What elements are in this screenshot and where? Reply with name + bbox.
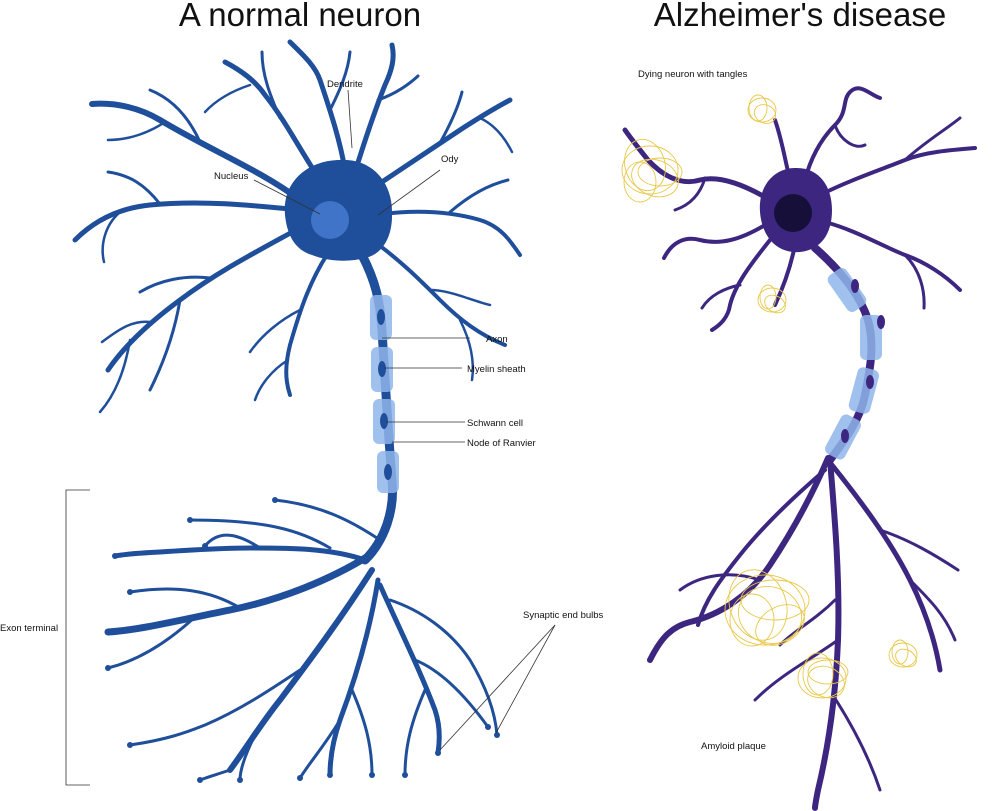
tangle-1: [621, 138, 683, 203]
plaque-3: [888, 639, 918, 668]
title-normal-neuron: A normal neuron: [179, 0, 421, 33]
tangle-2: [747, 94, 777, 124]
label-schwann-cell: Schwann cell: [467, 418, 523, 429]
axon-terminals-diseased: [647, 455, 960, 811]
label-axon: Axon: [486, 334, 508, 345]
plaque-2: [797, 652, 849, 699]
label-dying-neuron: Dying neuron with tangles: [638, 69, 748, 80]
label-synaptic-end-bulbs: Synaptic end bulbs: [523, 610, 604, 621]
amyloid-plaques: [724, 569, 918, 699]
tangle-3: [757, 284, 787, 314]
myelin-sheath: [370, 295, 399, 493]
alzheimers-neuron: [621, 86, 977, 811]
nucleus-diseased: [774, 194, 812, 232]
nucleus: [311, 201, 349, 239]
synaptic-end-bulbs: [105, 497, 500, 783]
myelin-sheath-diseased: [825, 268, 885, 460]
label-dendrite: Dendrite: [327, 79, 363, 90]
dendrites: [72, 39, 522, 414]
leader-lines: [65, 89, 556, 786]
neurofibrillary-tangles: [621, 94, 787, 314]
label-ody: Ody: [441, 154, 459, 165]
label-node-of-ranvier: Node of Ranvier: [467, 438, 536, 449]
normal-neuron: [65, 39, 556, 786]
plaque-1: [724, 569, 810, 647]
dendrites-diseased: [622, 86, 977, 332]
label-nucleus: Nucleus: [214, 171, 249, 182]
label-myelin-sheath: Myelin sheath: [467, 364, 526, 375]
axon-terminals: [104, 498, 499, 782]
label-exon-terminal: Exon terminal: [0, 623, 58, 634]
title-alzheimers-disease: Alzheimer's disease: [654, 0, 946, 33]
label-amyloid-plaque: Amyloid plaque: [701, 741, 766, 752]
